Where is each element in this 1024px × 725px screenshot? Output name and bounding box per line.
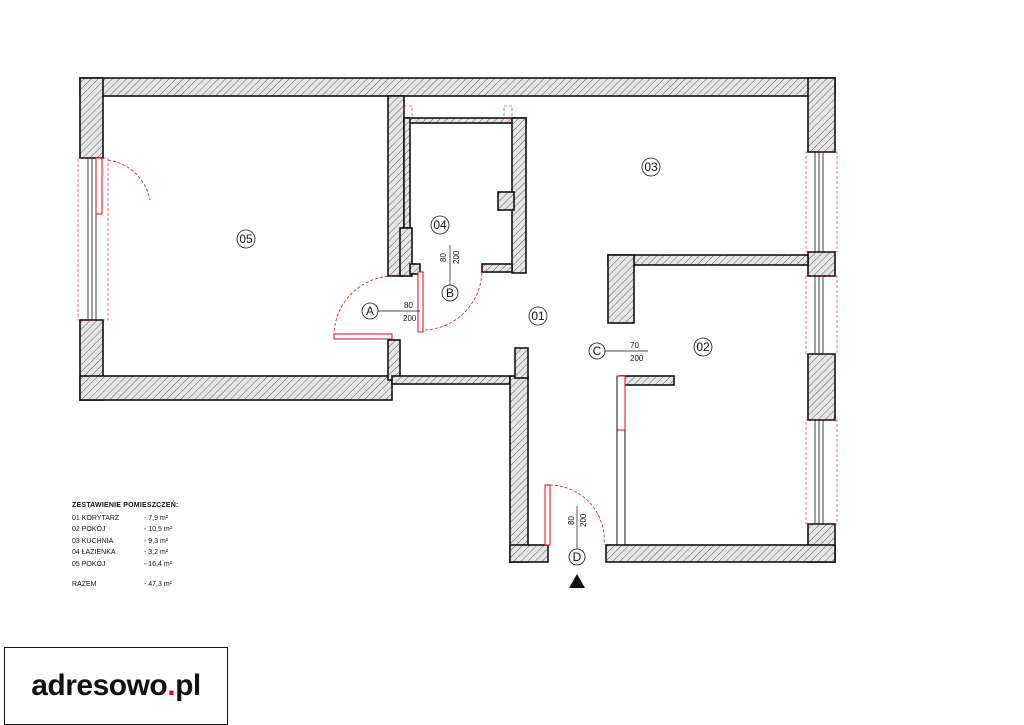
logo-text: adresowo.pl bbox=[31, 669, 201, 702]
svg-text:80: 80 bbox=[567, 516, 576, 525]
summary-row: 04 ŁAZIENKA - 3,2 m² bbox=[72, 547, 262, 559]
room-label-01: 01 bbox=[528, 306, 548, 326]
summary-room-name: 04 ŁAZIENKA bbox=[72, 549, 116, 556]
svg-text:02: 02 bbox=[696, 340, 710, 354]
summary-row: 01 KORYTARZ - 7,9 m² bbox=[72, 513, 262, 525]
door-leaves bbox=[95, 157, 626, 546]
walls bbox=[79, 77, 836, 563]
summary-row: 03 KUCHNIA - 9,3 m² bbox=[72, 536, 262, 548]
summary-total-row: RAZEM - 47,3 m² bbox=[72, 579, 262, 591]
summary-room-area: - 3,2 m² bbox=[144, 549, 169, 556]
summary-row: 02 POKÓJ - 10,5 m² bbox=[72, 524, 262, 536]
windows bbox=[87, 151, 824, 525]
door-tag-d: D 80 200 bbox=[567, 506, 588, 566]
svg-text:C: C bbox=[593, 344, 602, 358]
door-tag-b: B 80 200 bbox=[439, 245, 461, 302]
door-swings bbox=[107, 159, 605, 546]
summary-total-area: - 47,3 m² bbox=[144, 581, 173, 588]
room-summary: ZESTAWIENIE POMIESZCZEŃ: 01 KORYTARZ - 7… bbox=[72, 500, 262, 591]
summary-total-name: RAZEM bbox=[72, 581, 97, 588]
window-reveals bbox=[77, 105, 838, 525]
adresowo-logo[interactable]: adresowo.pl bbox=[4, 647, 228, 725]
svg-text:200: 200 bbox=[579, 513, 588, 527]
door-frames bbox=[616, 376, 626, 545]
svg-text:B: B bbox=[446, 286, 454, 300]
svg-text:80: 80 bbox=[404, 301, 413, 310]
svg-text:D: D bbox=[573, 550, 582, 564]
entrance-arrow-icon bbox=[569, 574, 585, 588]
summary-room-area: - 16,4 m² bbox=[144, 560, 173, 568]
summary-room-name: 05 POKÓJ bbox=[72, 560, 106, 568]
svg-text:04: 04 bbox=[433, 218, 447, 232]
svg-text:200: 200 bbox=[630, 354, 644, 363]
door-tag-a: A 80 200 bbox=[361, 301, 420, 323]
summary-room-area: - 10,5 m² bbox=[144, 526, 173, 533]
svg-text:01: 01 bbox=[531, 309, 545, 323]
summary-room-name: 03 KUCHNIA bbox=[72, 537, 114, 545]
summary-room-area: - 9,3 m² bbox=[144, 537, 169, 545]
summary-room-name: 01 KORYTARZ bbox=[72, 514, 120, 522]
summary-title: ZESTAWIENIE POMIESZCZEŃ: bbox=[72, 502, 179, 509]
summary-row: 05 POKÓJ - 16,4 m² bbox=[72, 559, 262, 571]
room-label-04: 04 bbox=[430, 215, 450, 235]
room-label-05: 05 bbox=[236, 229, 256, 249]
room-label-02: 02 bbox=[693, 337, 713, 357]
svg-text:05: 05 bbox=[239, 232, 253, 246]
room-label-03: 03 bbox=[641, 157, 661, 177]
svg-text:200: 200 bbox=[452, 250, 461, 264]
door-tags: A 80 200 B 80 200 C 70 200 D 80 200 bbox=[361, 245, 648, 566]
summary-room-name: 02 POKÓJ bbox=[72, 526, 106, 533]
svg-text:70: 70 bbox=[630, 341, 639, 350]
svg-text:80: 80 bbox=[439, 253, 448, 262]
svg-text:A: A bbox=[366, 304, 374, 318]
svg-text:03: 03 bbox=[644, 160, 658, 174]
door-tag-c: C 70 200 bbox=[588, 341, 648, 363]
svg-text:200: 200 bbox=[403, 314, 417, 323]
summary-room-area: - 7,9 m² bbox=[144, 514, 169, 522]
room-labels: 05 04 03 01 02 bbox=[236, 157, 713, 357]
